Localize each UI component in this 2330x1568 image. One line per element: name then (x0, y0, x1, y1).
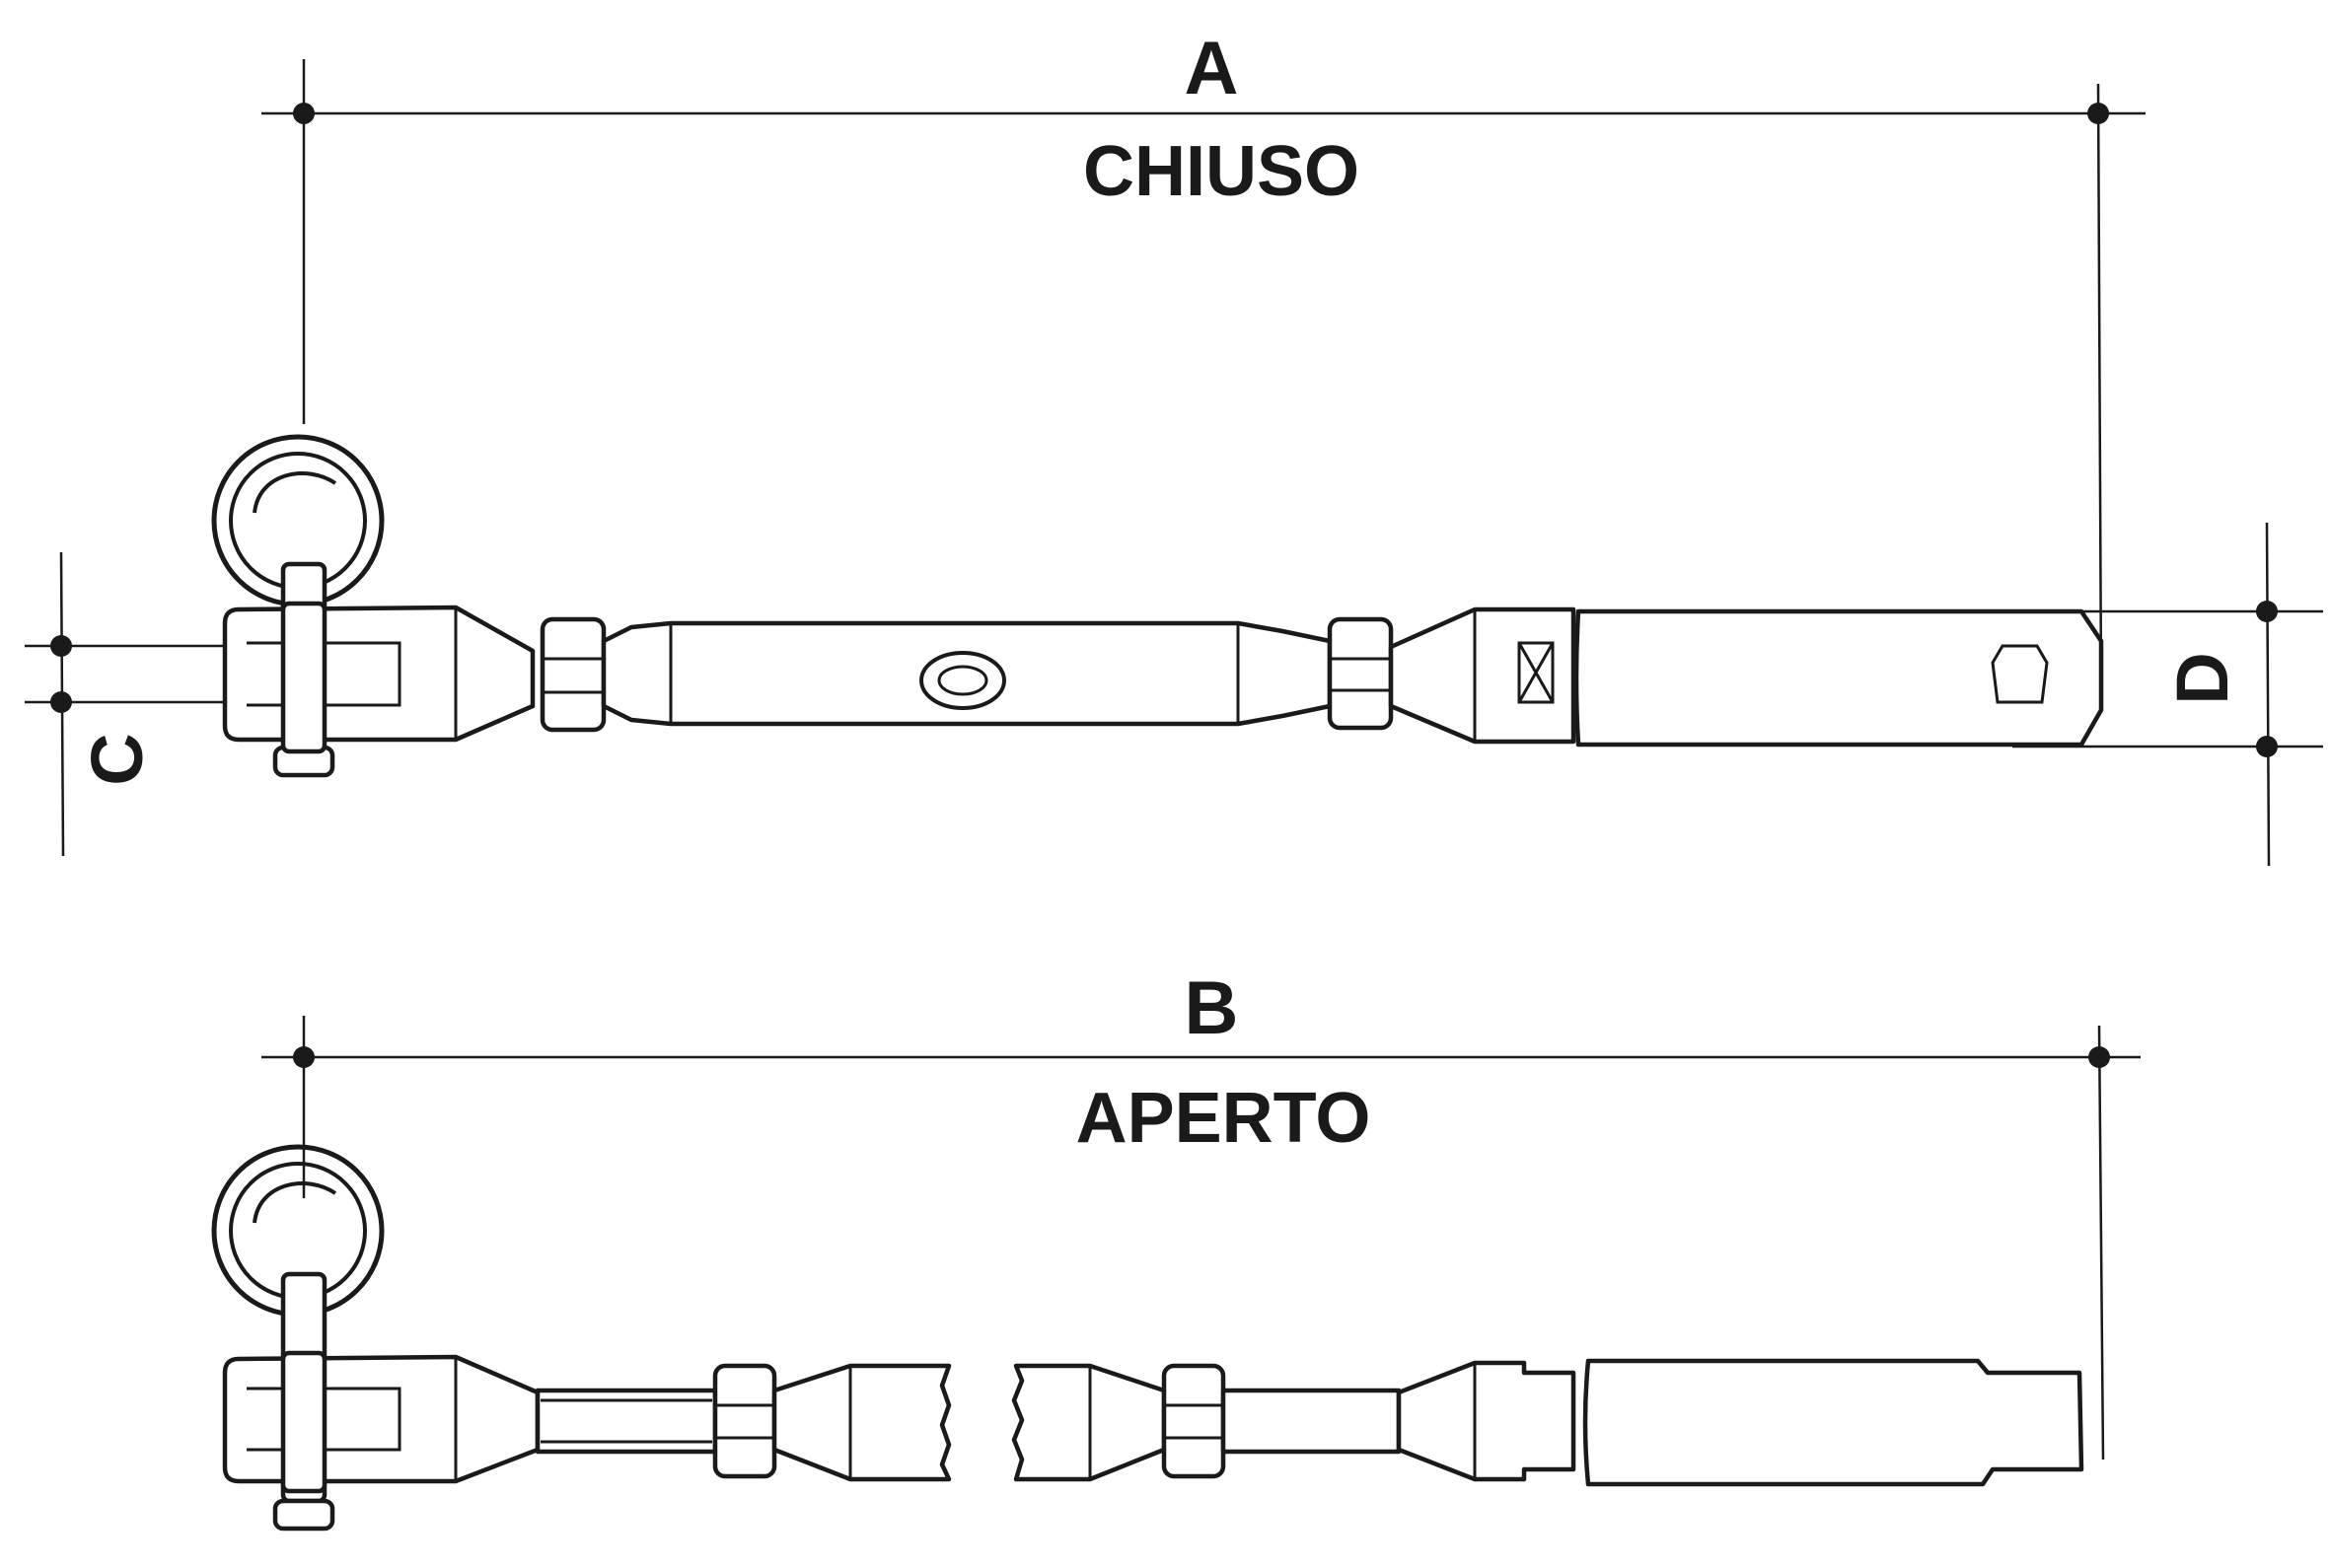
threaded-rod-left (535, 1388, 718, 1455)
turnbuckle-body (601, 620, 1333, 727)
swage-stud-open (1396, 1360, 1576, 1482)
swage-terminal (1573, 608, 2104, 748)
jaw-end (222, 601, 536, 754)
lock-nut-right-open (1161, 1363, 1226, 1479)
jaw-end-open (222, 1350, 541, 1494)
closed-turnbuckle-view: A CHIUSO C D (25, 27, 2323, 867)
lock-nut-left (540, 616, 607, 733)
swage-stud (1388, 606, 1576, 745)
body-piece-left (771, 1363, 952, 1482)
label-chiuso: CHIUSO (1083, 132, 1359, 211)
lock-nut-left-open (712, 1363, 777, 1479)
dimension-a (261, 59, 2146, 691)
swage-terminal-open (1582, 1358, 2084, 1487)
dimension-c (25, 551, 256, 857)
label-c: C (76, 733, 158, 785)
label-aperto: APERTO (1076, 1079, 1371, 1158)
label-a: A (1185, 27, 1239, 110)
body-piece-right (1011, 1363, 1167, 1482)
dimension-d (2012, 522, 2323, 867)
label-d: D (2161, 652, 2243, 704)
lock-nut-right (1327, 616, 1394, 731)
open-turnbuckle-view: B APERTO (211, 966, 2141, 1532)
dimension-b (261, 1016, 2141, 1461)
threaded-rod-right (1220, 1388, 1402, 1455)
label-b: B (1185, 966, 1239, 1050)
